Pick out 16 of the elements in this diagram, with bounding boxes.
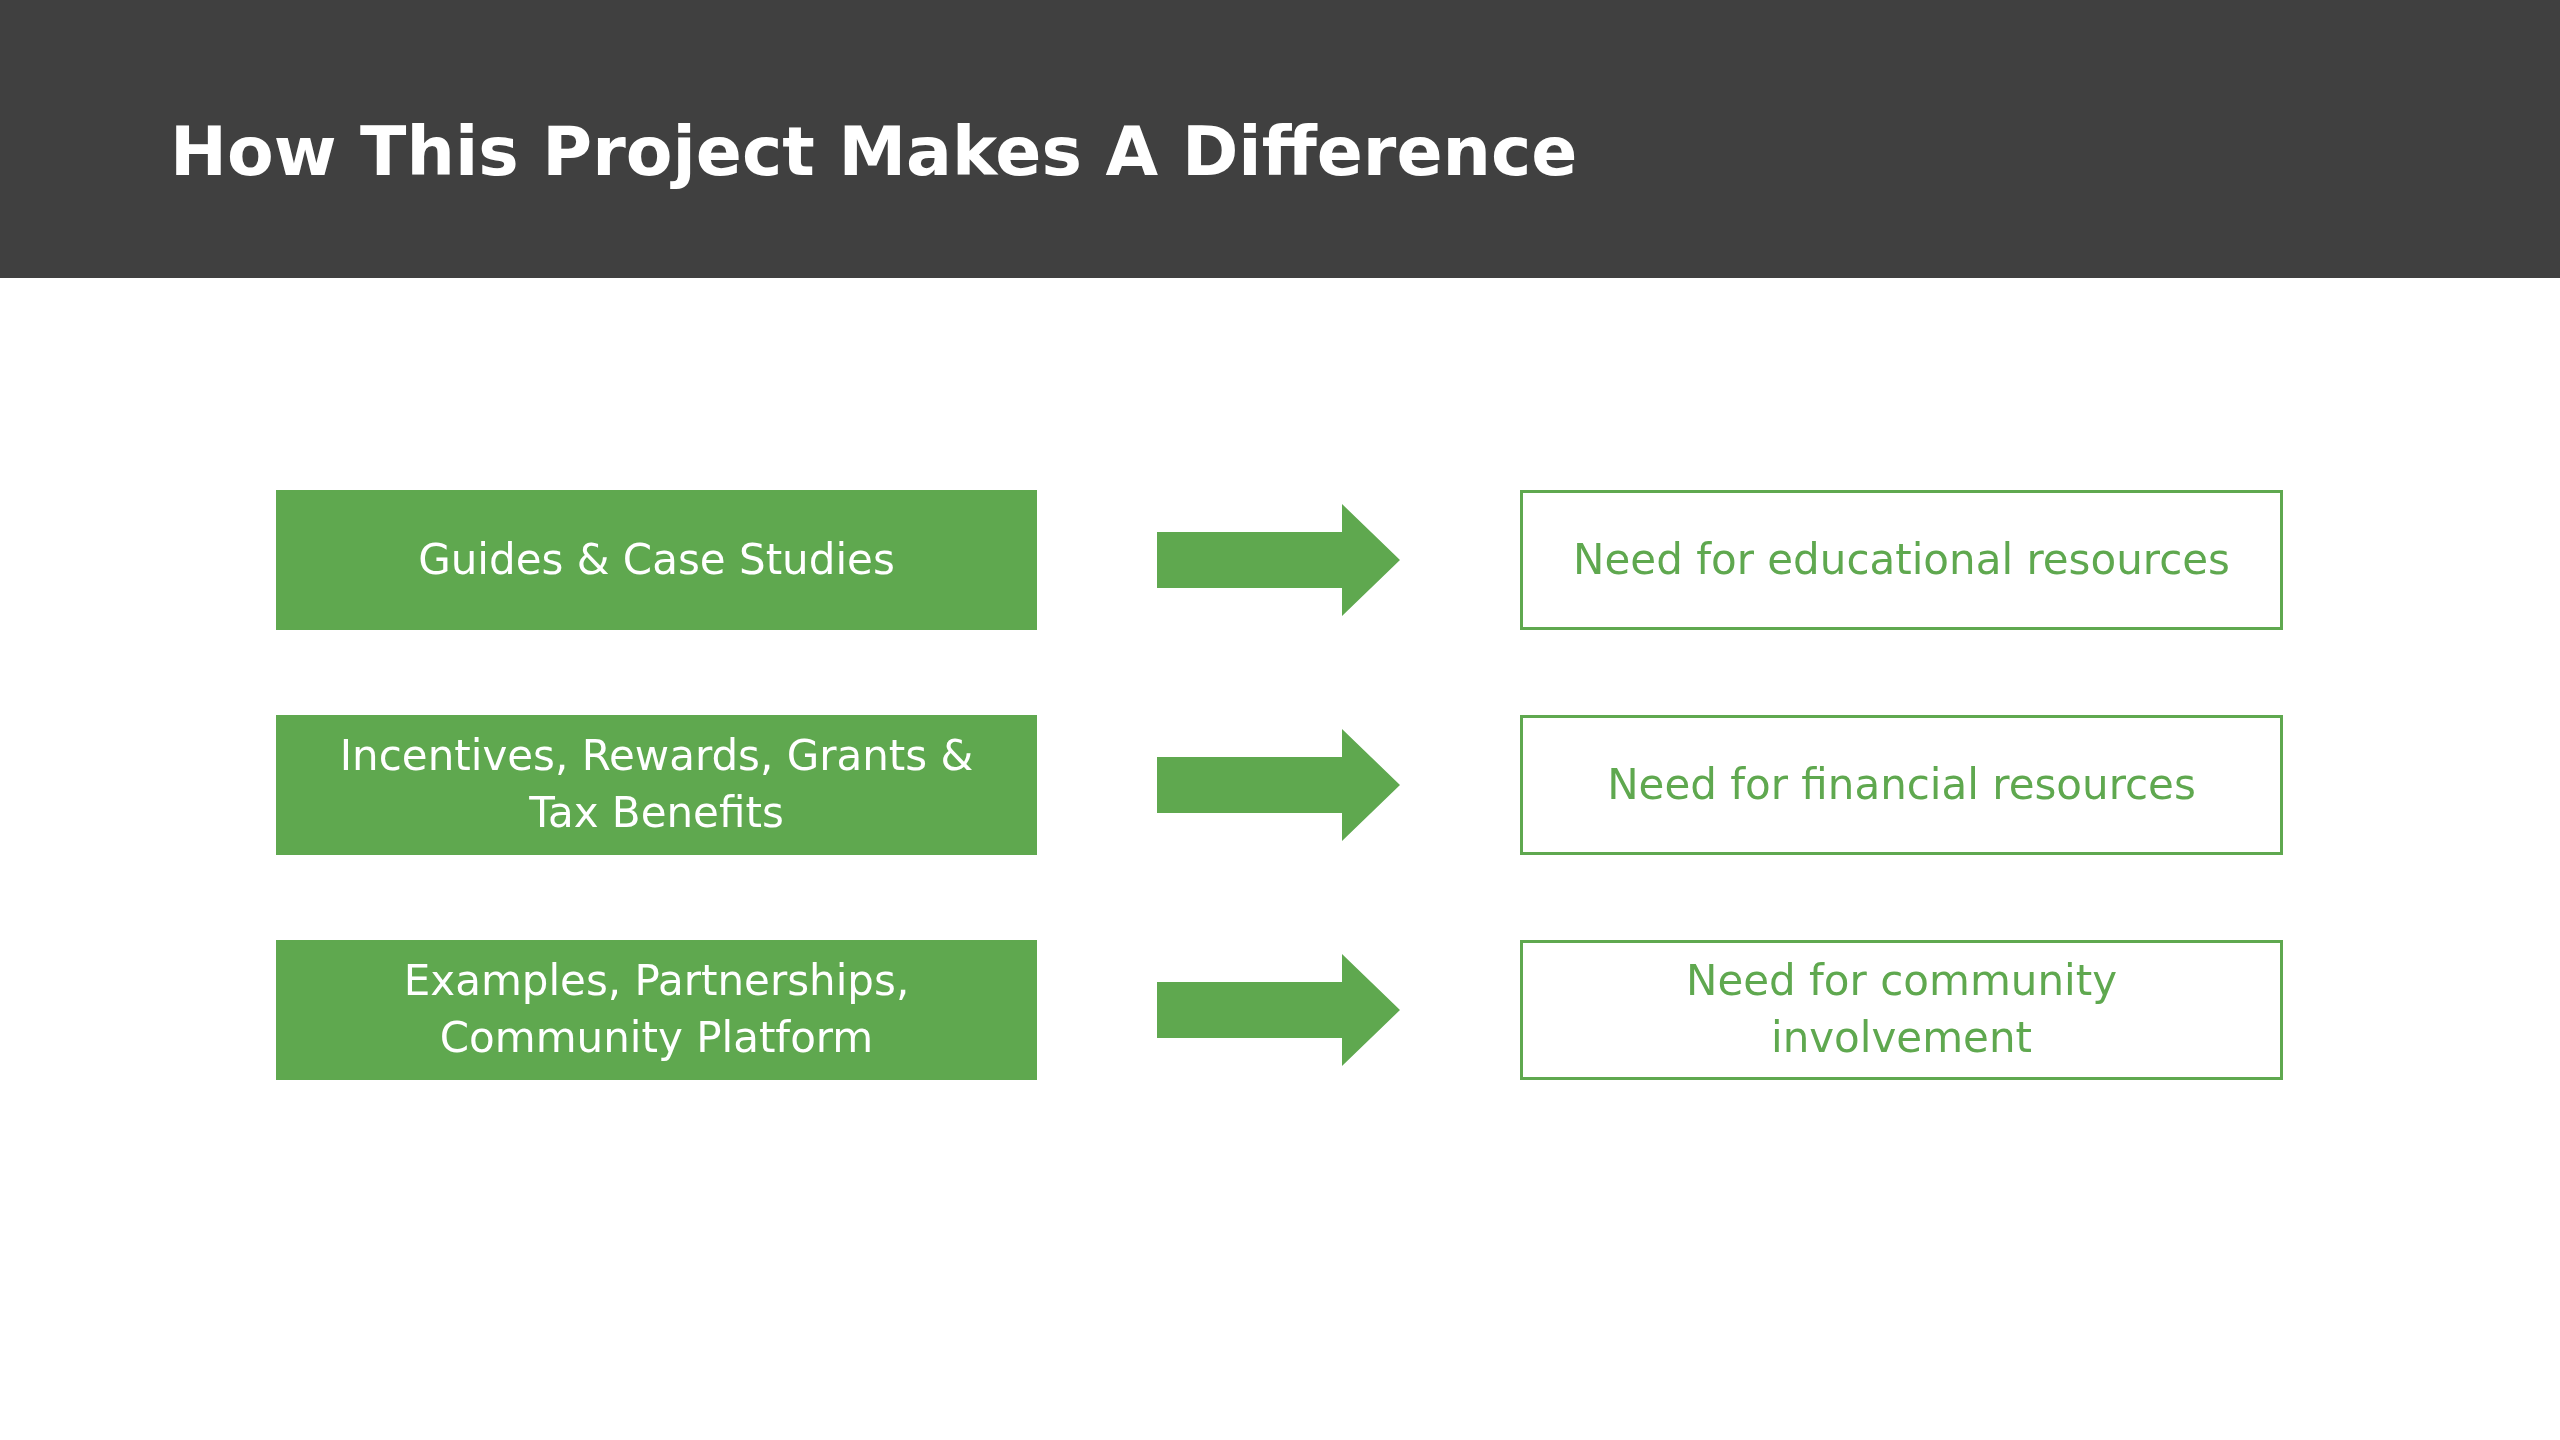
need-box [1520,940,2283,1080]
block-arrow [1157,729,1400,841]
box-label: Need for community involvement [1684,955,2119,1064]
box-label: Need for financial resources [1606,758,2197,811]
need-box [1520,715,2283,855]
need-box [1520,490,2283,630]
solution-box [276,940,1037,1080]
solution-box [276,490,1037,630]
solution-box [276,715,1037,855]
block-arrow [1157,504,1400,616]
title: How This Project Makes A Difference [170,112,1578,191]
box-label: Examples, Partnerships, Community Platform [402,955,911,1064]
box-label: Guides & Case Studies [417,533,896,586]
box-label: Incentives, Rewards, Grants & Tax Benefits [338,730,975,839]
box-label: Need for educational resources [1572,533,2231,586]
block-arrow [1157,954,1400,1066]
